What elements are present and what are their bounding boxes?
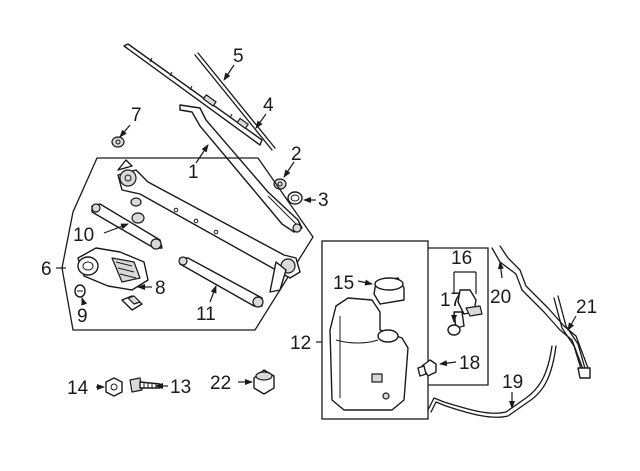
callout-20: 20 xyxy=(490,287,511,308)
callout-17: 17 xyxy=(440,290,461,311)
washer-hose-part-21 xyxy=(553,295,591,379)
bolt-part-9 xyxy=(74,284,86,298)
callout-3: 3 xyxy=(318,190,329,211)
callout-4: 4 xyxy=(263,95,274,116)
reservoir-box-left xyxy=(321,240,429,420)
callout-9: 9 xyxy=(77,306,88,327)
callout-21: 21 xyxy=(576,297,597,318)
nut-part-7 xyxy=(111,136,125,148)
nozzle-part-22 xyxy=(253,369,275,395)
wiper-blade xyxy=(123,43,263,146)
callout-11: 11 xyxy=(196,304,216,325)
linkage-assembly-outline xyxy=(61,157,314,331)
bolt-part-13 xyxy=(129,377,161,393)
callout-16: 16 xyxy=(451,248,472,269)
callout-8: 8 xyxy=(155,278,166,299)
callout-13: 13 xyxy=(170,377,191,398)
callout-14: 14 xyxy=(67,378,89,399)
motor-connector xyxy=(121,295,143,311)
callout-5: 5 xyxy=(233,46,244,67)
reservoir-cap xyxy=(373,277,405,305)
callout-6: 6 xyxy=(41,259,52,280)
nut-part-14 xyxy=(105,377,123,397)
callout-19: 19 xyxy=(502,372,523,393)
wiper-motor xyxy=(77,247,149,291)
wiper-linkage-frame xyxy=(117,159,301,293)
callout-18: 18 xyxy=(459,353,480,374)
washer-pump xyxy=(447,289,483,336)
level-sensor xyxy=(417,359,437,377)
callout-labels: 1 2 3 4 5 6 7 8 9 10 11 12 13 14 15 16 1… xyxy=(41,46,597,399)
leader-lines xyxy=(56,64,577,409)
washer-hose-part-19 xyxy=(427,345,557,418)
callout-7: 7 xyxy=(131,105,142,126)
callout-12: 12 xyxy=(290,333,311,354)
washer-hose-part-20 xyxy=(491,245,589,373)
reservoir-box-right xyxy=(428,247,489,386)
link-rod-part-10 xyxy=(91,203,163,250)
callout-1: 1 xyxy=(188,162,199,183)
callout-22: 22 xyxy=(210,373,231,394)
wiper-blade-refill xyxy=(194,52,276,151)
callout-10: 10 xyxy=(73,225,94,246)
wiper-arm xyxy=(179,104,303,233)
link-rod-part-11 xyxy=(178,256,264,308)
callout-2: 2 xyxy=(291,144,302,165)
washer-reservoir xyxy=(329,297,409,411)
cap-part-3 xyxy=(287,191,303,205)
callout-15: 15 xyxy=(333,273,354,294)
